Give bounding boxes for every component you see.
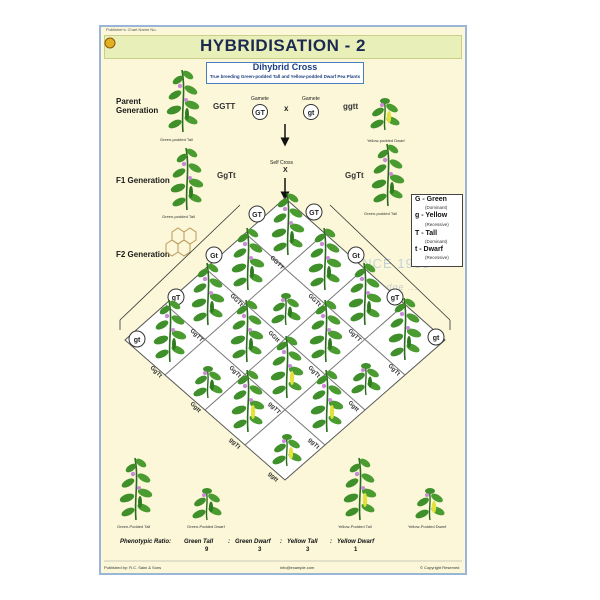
right-gamete-4 — [427, 328, 445, 346]
parent-label-line2: Generation — [116, 106, 159, 115]
left-gamete-2-text: Gt — [210, 253, 218, 260]
subtitle-caption: True breeding Green-podded Tall and Yell… — [209, 74, 361, 79]
title-bar — [104, 35, 462, 59]
parent-green-tall-plant — [164, 68, 202, 133]
left-gamete-1-text: GT — [252, 212, 262, 219]
gamete-label-right: Gamete — [302, 96, 320, 102]
right-gamete-4-text: gt — [433, 335, 440, 342]
parent-gamete-gt-left — [252, 104, 268, 120]
left-gamete-3-text: gT — [172, 295, 181, 302]
right-gamete-3-text: gT — [391, 295, 400, 302]
bottom-label-green-dwarf: Green-Podded Dwarf — [187, 524, 225, 529]
parent-left-genotype: GGTT — [213, 102, 236, 111]
gamete-guide-lines — [119, 204, 451, 330]
bottom-label-yellow-tall: Yellow-Podded Tall — [338, 524, 372, 529]
legend-green-note: (Dominant) — [425, 205, 448, 210]
f1-left-plant — [168, 146, 206, 211]
parent-gamete-gt-right — [303, 104, 319, 120]
footer-left: Published by: R.C. Saini & Sons — [104, 565, 162, 570]
right-gamete-2 — [347, 246, 365, 264]
right-gamete-2-text: Gt — [352, 253, 360, 260]
ratio-value-yellow-tall: 3 — [306, 547, 310, 553]
ratio-sep-3: : — [330, 539, 332, 545]
parent-yellow-dwarf-plant — [368, 97, 402, 131]
bottom-plant-green-dwarf — [190, 487, 224, 521]
parent-gamete-right-text: gt — [308, 110, 315, 117]
ratio-sep-2: : — [280, 539, 282, 545]
left-gamete-4 — [128, 330, 146, 348]
parent-right-plant-label: Yellow-podded Dwarf — [367, 138, 405, 143]
f1-right-plant-label: Green-podded Tall — [364, 211, 397, 216]
ratio-sep-1: : — [228, 539, 230, 545]
bottom-plant-yellow-tall — [341, 456, 379, 521]
left-gamete-1 — [248, 205, 266, 223]
parent-right-genotype: ggtt — [343, 102, 359, 111]
right-gametes: GT Gt gT gt — [305, 203, 445, 346]
legend-box — [411, 194, 463, 267]
ratio-label: Phenotypic Ratio: — [120, 539, 172, 545]
f2-label: F2 Generation — [116, 250, 170, 259]
ratio-value-green-dwarf: 3 — [258, 547, 262, 553]
bottom-plant-yellow-dwarf — [413, 487, 447, 521]
publisher-text: Publisher's: Chart Name No. — [106, 27, 157, 32]
f1-cross-sign: X — [283, 167, 288, 174]
left-gamete-2 — [205, 246, 223, 264]
ratio-value-yellow-dwarf: 1 — [354, 547, 358, 553]
parent-cross-sign: x — [284, 104, 289, 113]
legend-dwarf-symbol: t - Dwarf — [415, 246, 443, 253]
subtitle: Dihybrid Cross — [252, 62, 318, 72]
punnett-grid-lines — [164, 232, 406, 446]
parent-label-line1: Parent — [116, 97, 141, 106]
f1-right-genotype: GgTt — [345, 171, 364, 180]
parent-gamete-left-text: GT — [255, 110, 265, 117]
legend-yellow-note: (Recessive) — [425, 222, 449, 227]
ratio-value-green-tall: 9 — [205, 547, 209, 553]
right-gamete-1-text: GT — [309, 210, 319, 217]
self-cross-label: Self Cross — [270, 160, 294, 166]
subtitle-box — [206, 62, 364, 84]
right-gamete-1 — [305, 203, 323, 221]
bottom-label-yellow-dwarf: Yellow-Podded Dwarf — [408, 524, 447, 529]
left-gametes: GT Gt gT gt — [128, 205, 266, 348]
legend-tall-symbol: T - Tall — [415, 230, 438, 237]
parent-left-plant-label: Green-podded Tall — [160, 137, 193, 142]
ratio-item-yellow-tall: Yellow Tall — [287, 539, 318, 545]
f1-left-plant-label: Green-podded Tall — [162, 214, 195, 219]
f1-left-genotype: GgTt — [217, 171, 236, 180]
right-gamete-3 — [386, 288, 404, 306]
legend-green-symbol: G - Green — [415, 196, 447, 203]
gamete-label-left: Gamete — [251, 96, 269, 102]
page-title: HYBRIDISATION - 2 — [200, 36, 366, 55]
f1-label: F1 Generation — [116, 176, 170, 185]
ratio-item-green-dwarf: Green Dwarf — [235, 539, 271, 545]
f1-right-plant — [369, 142, 407, 207]
ratio-item-green-tall: Green Tall — [184, 539, 214, 545]
ratio-item-yellow-dwarf: Yellow Dwarf — [337, 539, 375, 545]
footer-right: © Copyright Reserved — [420, 565, 460, 570]
legend-yellow-symbol: g - Yellow — [415, 212, 448, 219]
bottom-plant-green-tall — [117, 456, 155, 521]
honeycomb-decoration — [165, 227, 197, 257]
footer-center: info@example.com — [280, 565, 315, 570]
bottom-label-green-tall: Green-Podded Tall — [117, 524, 151, 529]
publisher-logo-icon — [104, 37, 116, 49]
legend-dwarf-note: (Recessive) — [425, 255, 449, 260]
legend-tall-note: (Dominant) — [425, 239, 448, 244]
left-gamete-4-text: gt — [134, 337, 141, 344]
